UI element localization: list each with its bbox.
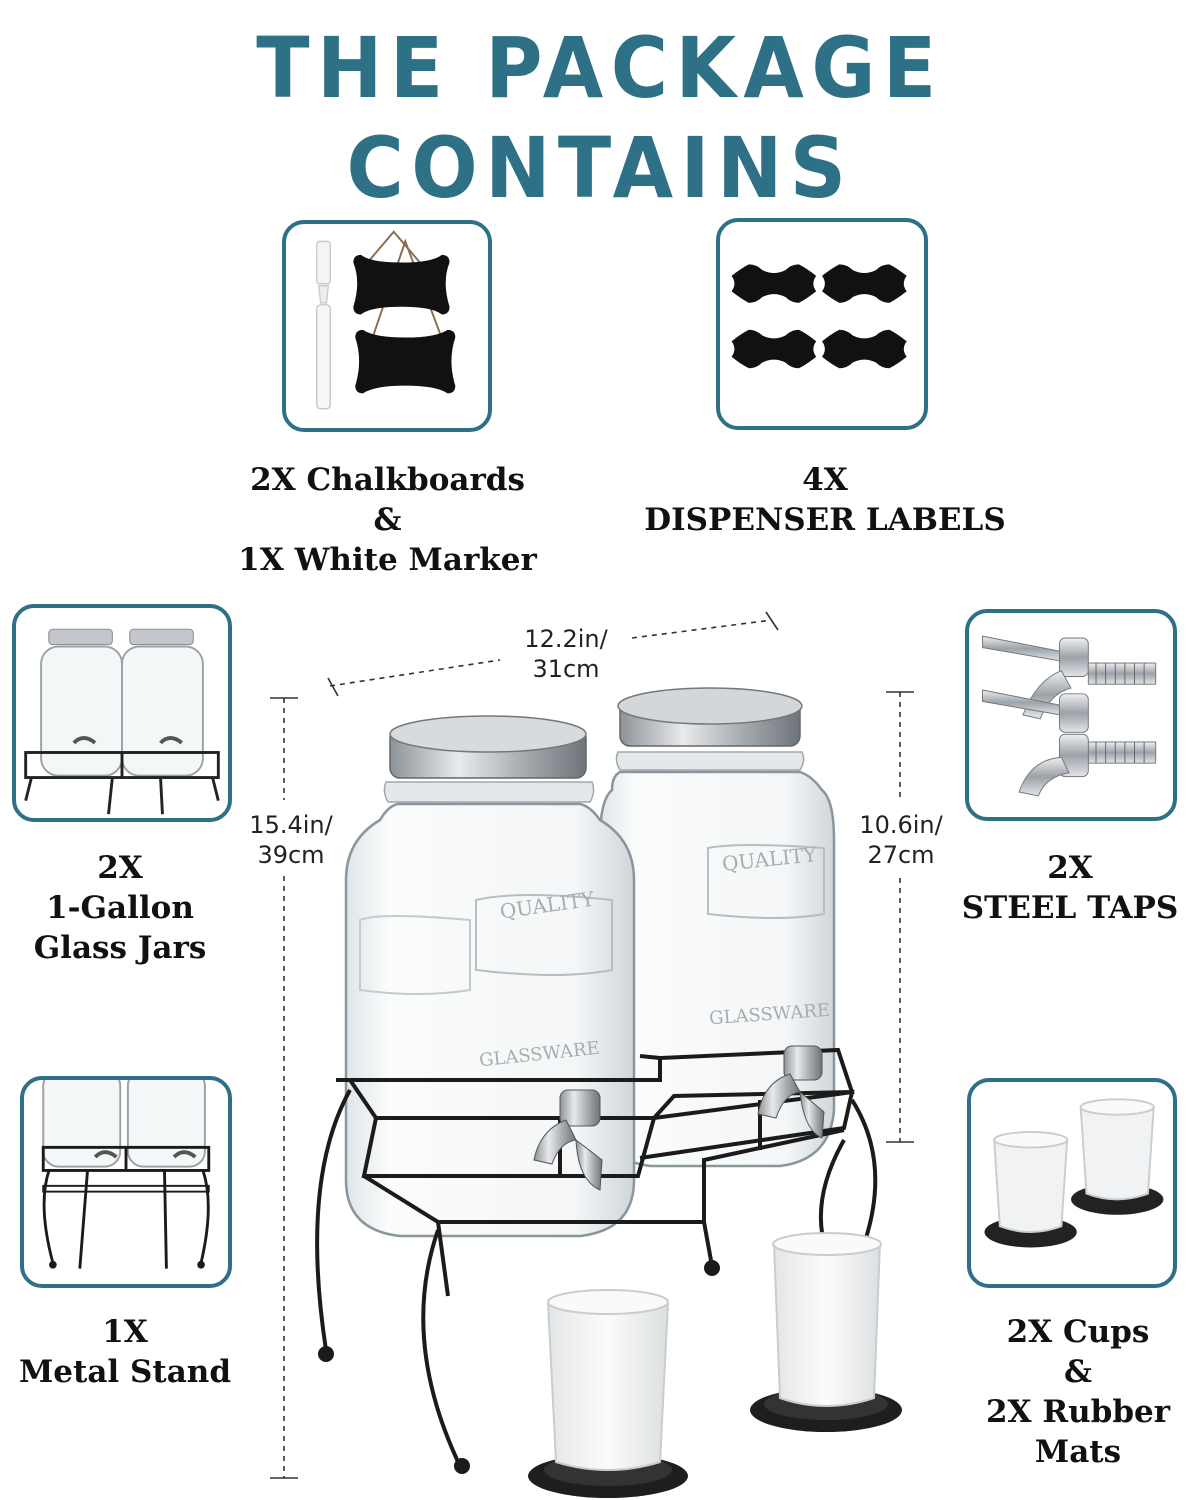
page-title: THE PACKAGE CONTAINS [256, 19, 944, 217]
jar-icon [24, 628, 220, 815]
cup-right [750, 1232, 902, 1432]
cup-icon [984, 1098, 1164, 1248]
metal-stand [315, 1047, 878, 1474]
total-height-dimension-line [270, 697, 298, 1479]
taps-frame [965, 609, 1177, 821]
jars-frame [12, 604, 232, 822]
chalkboard-icon [316, 230, 456, 410]
jars-caption: 2X 1-Gallon Glass Jars [33, 850, 207, 966]
total-height-dimension-label: 15.4in/ 39cm [249, 811, 333, 869]
width-dimension-line [327, 611, 779, 697]
jar-height-dimension-line [886, 691, 914, 1143]
stand-frame [20, 1076, 232, 1288]
chalkboards-frame [282, 220, 492, 432]
chalkboards-caption: 2X Chalkboards & 1X White Marker [238, 462, 537, 578]
tap-icon [981, 635, 1157, 797]
labels-caption: 4X DISPENSER LABELS [644, 462, 1006, 538]
cups-frame [967, 1078, 1177, 1288]
labels-frame [716, 218, 928, 430]
taps-caption: 2X STEEL TAPS [961, 850, 1179, 926]
label-icon [731, 264, 907, 369]
steel-tap-front [533, 1089, 603, 1191]
cup-left [528, 1289, 688, 1498]
stand-icon [41, 1080, 211, 1269]
cups-caption: 2X Cups & 2X Rubber Mats [985, 1314, 1171, 1470]
jar-height-dimension-label: 10.6in/ 27cm [859, 811, 943, 869]
width-dimension-label: 12.2in/ 31cm [524, 625, 608, 683]
steel-tap-back [757, 1045, 825, 1139]
stand-caption: 1X Metal Stand [18, 1314, 232, 1390]
